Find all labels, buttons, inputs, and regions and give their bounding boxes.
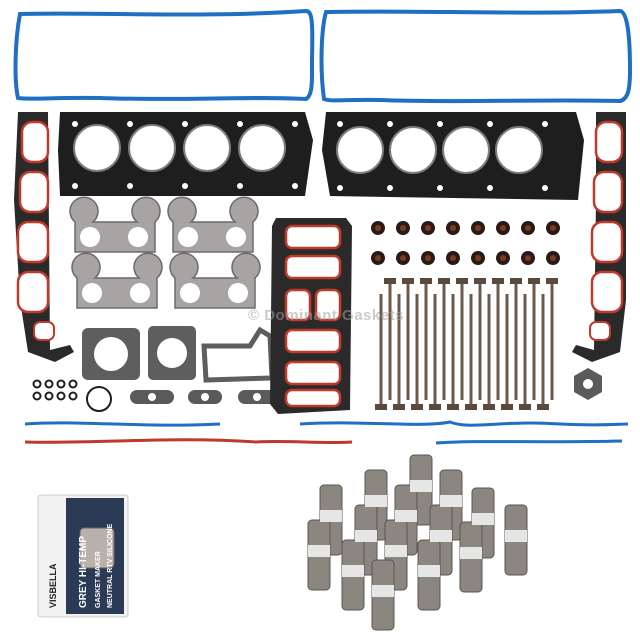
plenum-gasket: [270, 218, 352, 414]
valve-cover-gasket-right: [319, 8, 633, 104]
head-gasket-right: [322, 112, 584, 200]
head-bolts: [379, 282, 554, 410]
head-gasket-left: [58, 112, 313, 196]
watermark: © Dominant Gaskets: [248, 307, 404, 324]
egr-gasket: [201, 326, 275, 383]
front-seal-strip-red: [24, 438, 353, 445]
front-seal-strip-blue-left: [24, 421, 221, 427]
intake-gasket-left: [14, 112, 74, 362]
sealant-title: GREY HI-TEMP: [78, 536, 89, 608]
sealant-brand: VISBELLA: [48, 563, 58, 608]
large-oring: [86, 386, 112, 412]
sealant-neutral: NEUTRAL RTV SILICONE: [107, 523, 114, 608]
small-orings: [32, 379, 78, 401]
sealant-subtitle: GASKET MAKER: [95, 551, 102, 608]
front-seal-strip-blue-mid: [299, 420, 629, 427]
front-seal-strip-blue-right: [435, 439, 623, 445]
hydraulic-lifters: [307, 454, 528, 631]
rtv-sealant-package: VISBELLA GREY HI-TEMP GASKET MAKER NEUTR…: [37, 494, 129, 618]
valve-cover-gasket-left: [13, 8, 315, 102]
intake-gasket-right: [572, 112, 626, 362]
valve-stem-seals: [371, 221, 560, 265]
